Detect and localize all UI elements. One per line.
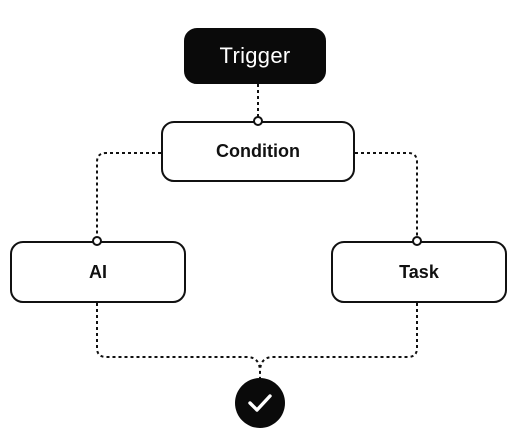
ai-input-port[interactable] <box>92 236 102 246</box>
ai-node-label: AI <box>89 261 107 282</box>
connector-condition-ai <box>96 152 161 236</box>
condition-node[interactable]: Condition <box>161 121 355 182</box>
condition-node-label: Condition <box>216 141 300 161</box>
trigger-node-label: Trigger <box>219 43 291 68</box>
task-input-port[interactable] <box>412 236 422 246</box>
trigger-node[interactable]: Trigger <box>184 28 326 84</box>
connector-ai-done <box>96 303 261 378</box>
task-node[interactable]: Task <box>331 241 507 303</box>
checkmark-icon <box>248 394 272 412</box>
connector-condition-task <box>355 152 418 236</box>
connector-task-done <box>259 303 418 371</box>
ai-node[interactable]: AI <box>10 241 186 303</box>
task-node-label: Task <box>399 261 439 282</box>
condition-input-port[interactable] <box>253 116 263 126</box>
done-node[interactable] <box>235 378 285 428</box>
